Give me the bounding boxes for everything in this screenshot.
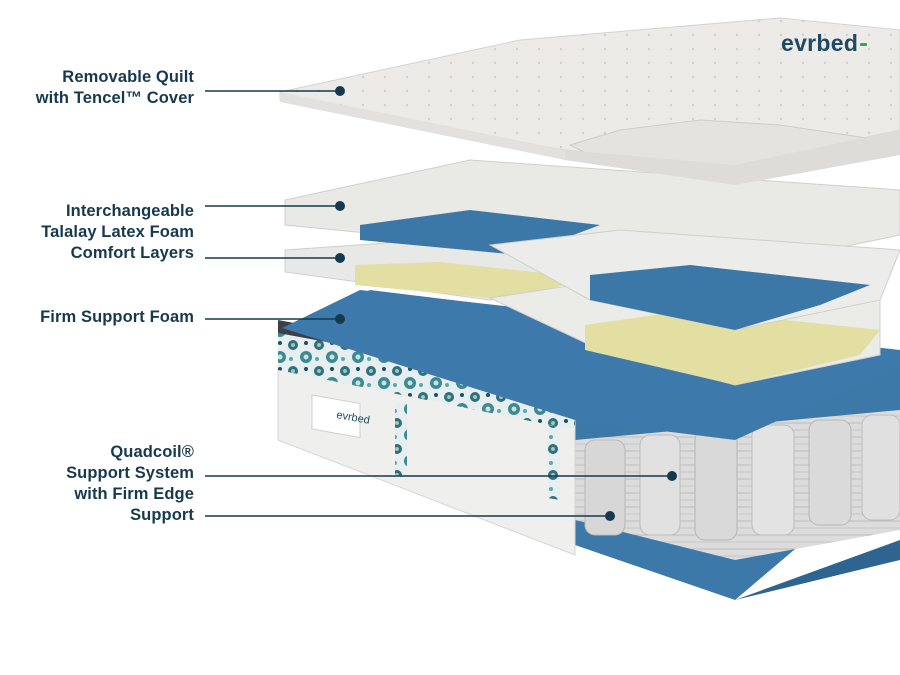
callout-line: Firm Support Foam xyxy=(40,308,194,326)
callout-line: Interchangeable xyxy=(65,202,194,220)
callout-firm-support-foam: Firm Support Foam xyxy=(20,307,194,328)
coil-support-unit xyxy=(575,410,900,560)
callout-comfort-layers: Interchangeable Talalay Latex Foam Comfo… xyxy=(20,201,194,264)
callout-line: Support xyxy=(130,506,194,524)
firm-support-foam-layer xyxy=(282,290,900,440)
callout-line: Comfort Layers xyxy=(70,244,194,262)
mattress-side-logo: evrbed xyxy=(335,409,370,427)
comfort-layer-upper xyxy=(284,159,900,331)
callout-removable-quilt: Removable Quilt with Tencel™ Cover xyxy=(20,67,194,109)
leader-dot-comfort-a xyxy=(335,201,345,211)
brand-logo-text: evrbed xyxy=(781,30,859,56)
leader-dot-coil-a xyxy=(667,471,677,481)
callout-line: with Firm Edge xyxy=(74,485,194,503)
callout-line: Removable Quilt xyxy=(62,68,194,86)
leader-dot-quilt xyxy=(335,86,345,96)
leader-dot-comfort-b xyxy=(335,253,345,263)
callout-line: Support System xyxy=(66,464,194,482)
callout-line: Talalay Latex Foam xyxy=(41,223,194,241)
callout-quadcoil: Quadcoil® Support System with Firm Edge … xyxy=(20,442,194,526)
leader-lines xyxy=(205,86,677,521)
leader-dot-coil-b xyxy=(605,511,615,521)
brand-logo: evrbed xyxy=(781,30,868,57)
callout-line: with Tencel™ Cover xyxy=(35,89,194,107)
leader-dot-firm-foam xyxy=(335,314,345,324)
callout-line: Quadcoil® xyxy=(110,443,194,461)
brand-logo-mark xyxy=(860,43,868,47)
removable-quilt-layer xyxy=(279,17,900,185)
